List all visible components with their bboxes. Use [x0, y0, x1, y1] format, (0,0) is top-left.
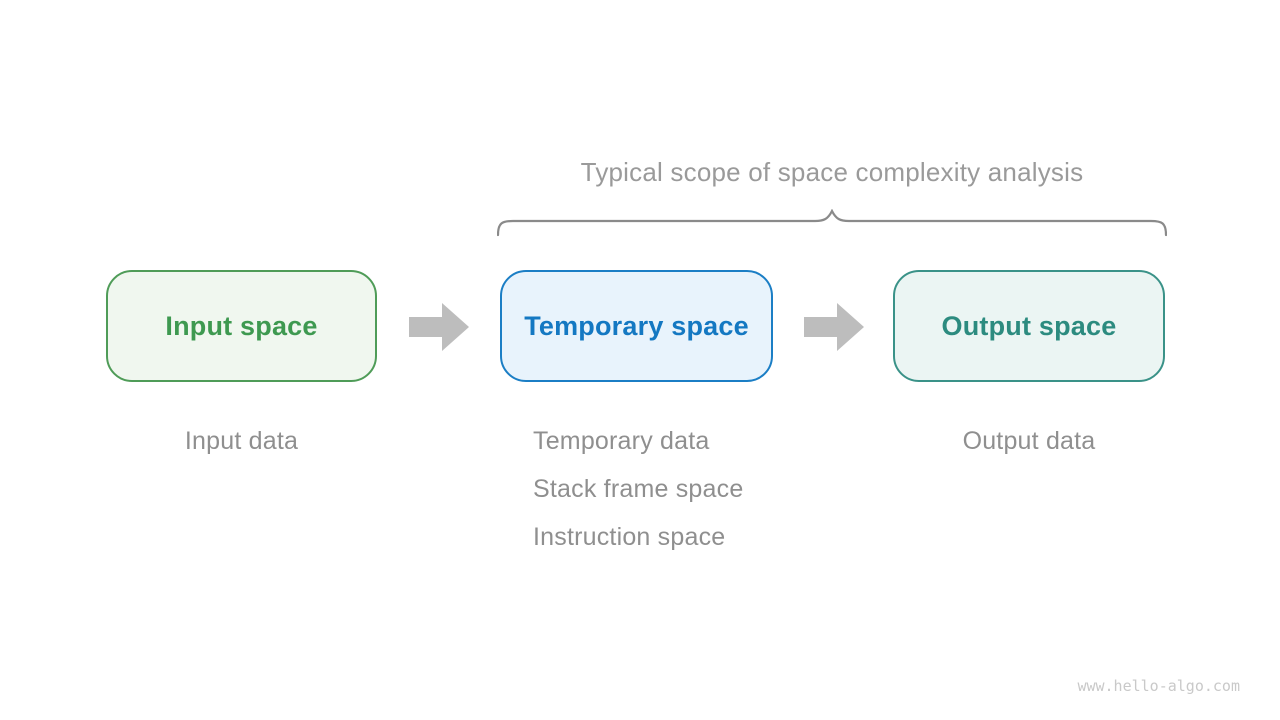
input-space-caption: Input data	[106, 417, 377, 465]
caption-line: Input data	[184, 427, 299, 455]
caption-line: Instruction space	[533, 523, 726, 551]
temporary-space-caption: Temporary data Stack frame space Instruc…	[533, 417, 743, 561]
temporary-space-label: Temporary space	[524, 310, 749, 341]
output-space-box: Output space	[893, 270, 1165, 382]
caption-line: Stack frame space	[533, 475, 744, 503]
caption-line: Output data	[962, 427, 1096, 455]
input-space-label: Input space	[165, 310, 318, 341]
output-space-caption: Output data	[893, 417, 1165, 465]
diagram-title: Typical scope of space complexity analys…	[580, 157, 1084, 187]
output-space-label: Output space	[941, 310, 1117, 341]
input-space-box: Input space	[106, 270, 377, 382]
caption-line: Temporary data	[533, 427, 710, 455]
arrow-right-icon	[804, 303, 864, 351]
scope-brace-shape	[497, 209, 1167, 237]
temporary-space-box: Temporary space	[500, 270, 773, 382]
arrow-right-icon	[409, 303, 469, 351]
site-watermark: www.hello-algo.com	[1077, 677, 1240, 695]
